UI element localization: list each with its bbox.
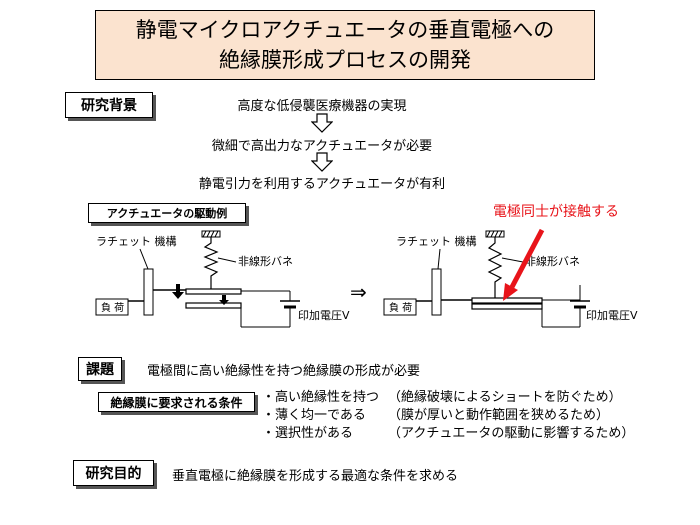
right-electrode-top bbox=[471, 297, 543, 304]
contact-arrow bbox=[509, 228, 545, 289]
requirement-reason-2: （膜が厚いと動作範囲を狭めるため） bbox=[388, 408, 610, 423]
right-ratchet-label: ラチェット 機構 bbox=[396, 234, 477, 248]
left-arrow-down-1 bbox=[172, 284, 184, 299]
left-load bbox=[95, 298, 129, 316]
requirements-label: 絶縁膜に要求される条件 bbox=[98, 392, 255, 412]
title-line-1: 静電マイクロアクチュエータの垂直電極への bbox=[135, 18, 555, 42]
flow-arrow-1-icon bbox=[311, 113, 333, 133]
right-voltage-label: 印加電圧V bbox=[586, 309, 638, 322]
left-electrode-top bbox=[185, 288, 242, 295]
left-voltage-label: 印加電圧V bbox=[298, 309, 350, 322]
purpose-label: 研究目的 bbox=[73, 460, 154, 486]
right-electrode-bottom bbox=[471, 303, 543, 310]
right-ratchet-leader bbox=[437, 248, 441, 270]
right-spring-label: 非線形バネ bbox=[525, 254, 580, 268]
left-ratchet bbox=[143, 268, 154, 316]
requirement-condition-1: ・高い絶縁性を持つ bbox=[262, 390, 380, 405]
right-mechanism: ラチェット 機構 負 荷 非線形バネ 印加電圧V bbox=[383, 228, 638, 328]
left-spring bbox=[203, 237, 219, 289]
requirements-label-text: 絶縁膜に要求される条件 bbox=[110, 395, 243, 410]
flow-arrow-2-icon bbox=[311, 152, 333, 172]
requirement-reason-1: （絶縁破壊によるショートを防ぐため） bbox=[388, 390, 622, 405]
requirement-condition-3: ・選択性がある bbox=[262, 426, 354, 441]
diagram-label-text: アクチュエータの駆動例 bbox=[106, 207, 228, 220]
background-step-3: 静電引力を利用するアクチュエータが有利 bbox=[198, 177, 446, 192]
contact-note: 電極同士が接触する bbox=[493, 204, 619, 220]
title-line-2: 絶縁膜形成プロセスの開発 bbox=[219, 48, 471, 72]
background-label-text: 研究背景 bbox=[81, 98, 137, 114]
left-electrode-bottom bbox=[185, 302, 242, 309]
background-label: 研究背景 bbox=[65, 92, 153, 118]
right-load-label: 負 荷 bbox=[389, 302, 412, 314]
right-spring-leader bbox=[501, 257, 524, 263]
left-ratchet-leader bbox=[139, 248, 149, 270]
purpose-label-text: 研究目的 bbox=[85, 466, 142, 482]
left-spring-label: 非線形バネ bbox=[238, 254, 293, 268]
left-spring-leader bbox=[217, 257, 237, 263]
requirement-condition-2: ・薄く均一である bbox=[262, 408, 366, 423]
purpose-text: 垂直電極に絶縁膜を形成する最適な条件を求める bbox=[172, 469, 459, 484]
issue-text: 電極間に高い絶縁性を持つ絶縁膜の形成が必要 bbox=[147, 364, 421, 379]
diagram-label: アクチュエータの駆動例 bbox=[88, 203, 246, 223]
right-ratchet bbox=[431, 268, 442, 316]
left-load-label: 負 荷 bbox=[101, 302, 124, 314]
right-load bbox=[383, 298, 417, 316]
actuator-diagram: ラチェット 機構 負 荷 非線形バネ 印加電圧V ⇒ ラチェット 機構 bbox=[95, 228, 638, 328]
issue-label: 課題 bbox=[78, 357, 122, 381]
left-mechanism: ラチェット 機構 負 荷 非線形バネ 印加電圧V bbox=[95, 230, 350, 328]
transition-arrow: ⇒ bbox=[350, 280, 367, 304]
issue-label-text: 課題 bbox=[86, 362, 114, 378]
title-box: 静電マイクロアクチュエータの垂直電極への 絶縁膜形成プロセスの開発 bbox=[95, 10, 595, 80]
left-ratchet-label: ラチェット 機構 bbox=[96, 234, 177, 248]
background-step-2: 微細で高出力なアクチュエータが必要 bbox=[211, 139, 433, 154]
requirement-reason-3: （アクチュエータの駆動に影響するため） bbox=[388, 426, 635, 441]
contact-arrowhead bbox=[503, 283, 518, 301]
background-step-1: 高度な低侵襲医療機器の実現 bbox=[237, 99, 407, 114]
right-spring bbox=[487, 237, 503, 300]
left-arrow-down-2 bbox=[219, 295, 229, 305]
